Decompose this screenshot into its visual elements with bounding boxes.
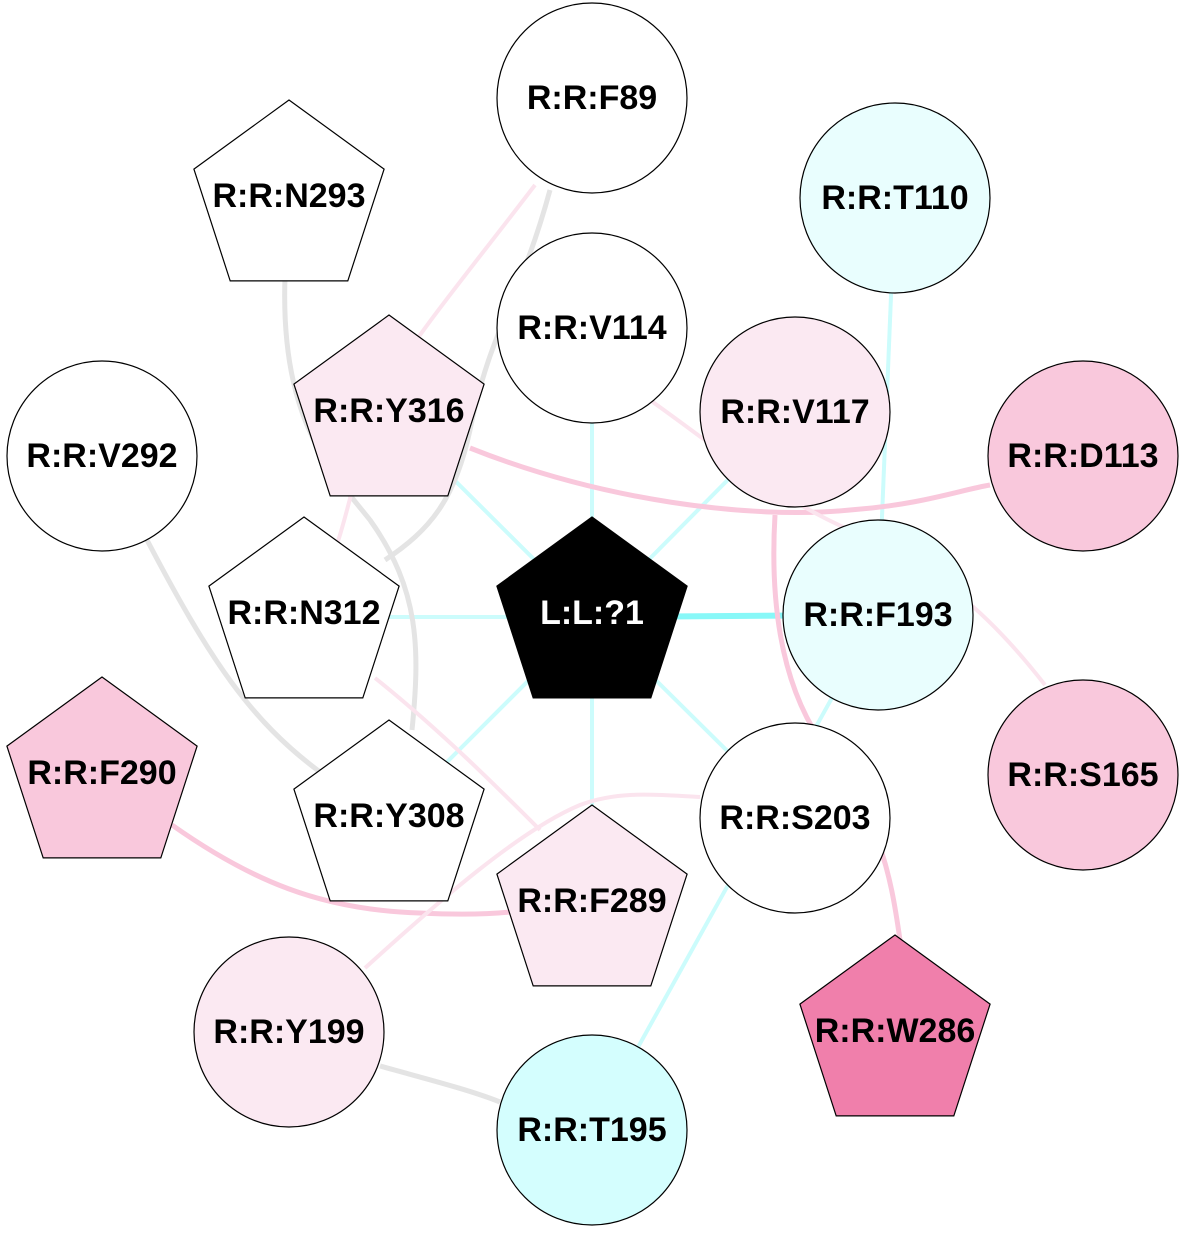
circle-shape (193, 936, 385, 1128)
edge-f290-f289 (170, 822, 511, 917)
circle-shape (987, 679, 1179, 871)
circle-shape (699, 722, 891, 914)
circle-shape (496, 1034, 688, 1226)
node-label: R:R:Y308 (313, 797, 464, 835)
edge-v292-y308 (144, 538, 322, 775)
node-label: R:R:D113 (1007, 437, 1158, 475)
pentagon-shape (496, 516, 688, 699)
pentagon-shape (293, 314, 485, 497)
node-label: R:R:V114 (517, 309, 666, 347)
node-label: L:L:?1 (540, 594, 644, 632)
node-y308[interactable]: R:R:Y308 (293, 719, 485, 902)
node-label: R:R:W286 (815, 1012, 976, 1050)
node-w286[interactable]: R:R:W286 (799, 934, 991, 1117)
node-label: R:R:F89 (527, 79, 657, 117)
pentagon-shape (193, 99, 385, 282)
node-n312[interactable]: R:R:N312 (208, 516, 400, 699)
node-s203[interactable]: R:R:S203 (699, 722, 891, 914)
node-label: R:R:N312 (227, 594, 380, 632)
pentagon-shape (208, 516, 400, 699)
node-label: R:R:Y316 (313, 392, 464, 430)
pentagon-shape (799, 934, 991, 1117)
node-f290[interactable]: R:R:F290 (6, 676, 198, 859)
node-f289[interactable]: R:R:F289 (496, 804, 688, 987)
node-f89[interactable]: R:R:F89 (496, 2, 688, 194)
edge-y316-d113 (469, 445, 991, 515)
node-label: R:R:V292 (26, 437, 177, 475)
node-f193[interactable]: R:R:F193 (782, 519, 974, 711)
edge-n312-f289 (373, 676, 542, 832)
circle-shape (799, 102, 991, 294)
node-label: R:R:V117 (720, 393, 869, 431)
circle-shape (496, 2, 688, 194)
node-label: R:R:Y199 (213, 1013, 364, 1051)
node-d113[interactable]: R:R:D113 (987, 360, 1179, 552)
node-v114[interactable]: R:R:V114 (496, 232, 688, 424)
node-t110[interactable]: R:R:T110 (799, 102, 991, 294)
node-n293[interactable]: R:R:N293 (193, 99, 385, 282)
circle-shape (987, 360, 1179, 552)
node-label: R:R:F289 (517, 882, 666, 920)
circle-shape (6, 360, 198, 552)
node-label: R:R:S203 (719, 799, 870, 837)
circle-shape (496, 232, 688, 424)
node-y316[interactable]: R:R:Y316 (293, 314, 485, 497)
node-y199[interactable]: R:R:Y199 (193, 936, 385, 1128)
node-v292[interactable]: R:R:V292 (6, 360, 198, 552)
edge-y199-t195 (379, 1063, 501, 1105)
node-label: R:R:F290 (27, 754, 176, 792)
edge-y199-s203 (363, 792, 701, 970)
node-label: R:R:T110 (821, 179, 968, 217)
circle-shape (699, 316, 891, 508)
pentagon-shape (496, 804, 688, 987)
circle-shape (782, 519, 974, 711)
pentagon-shape (6, 676, 198, 859)
pentagon-shape (293, 719, 485, 902)
node-t195[interactable]: R:R:T195 (496, 1034, 688, 1226)
node-s165[interactable]: R:R:S165 (987, 679, 1179, 871)
node-l1[interactable]: L:L:?1 (496, 516, 688, 699)
node-label: R:R:T195 (517, 1111, 666, 1149)
node-label: R:R:S165 (1007, 756, 1158, 794)
node-label: R:R:N293 (212, 177, 365, 215)
node-label: R:R:F193 (803, 596, 952, 634)
node-v117[interactable]: R:R:V117 (699, 316, 891, 508)
